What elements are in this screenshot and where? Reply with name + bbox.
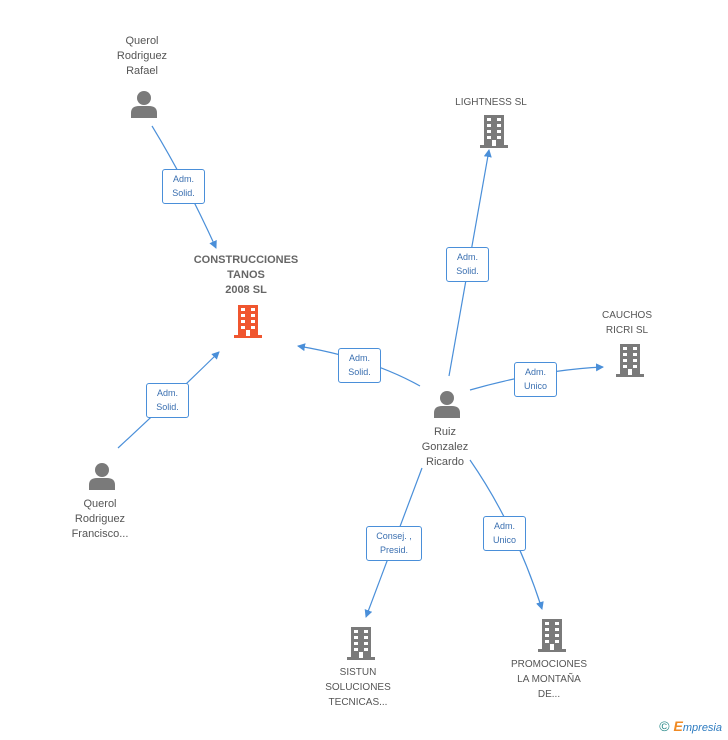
- edge-role-line: Presid.: [379, 545, 408, 555]
- node-label-line: Rodriguez: [74, 513, 126, 525]
- edge-role-line: Adm.: [348, 353, 370, 363]
- brand-footer[interactable]: ©Empresia: [659, 718, 722, 734]
- edge-role-line: Adm.: [172, 174, 194, 184]
- person-icon[interactable]: [87, 461, 117, 491]
- node-label-line: Querol: [83, 498, 117, 510]
- edge-role-line: Solid.: [172, 188, 195, 198]
- node-label-line: Gonzalez: [421, 441, 469, 453]
- edge-role-line: Solid.: [456, 266, 479, 276]
- edge-label-ruiz-cauchos: Adm. Unico: [514, 362, 557, 397]
- building-icon[interactable]: [478, 114, 510, 148]
- node-label-line: CAUCHOS: [601, 310, 652, 321]
- edge-role-line: Adm.: [493, 521, 515, 531]
- node-label-line: LA MONTAÑA: [517, 674, 581, 685]
- node-label-querol-rafael[interactable]: Querol Rodriguez Rafael: [82, 34, 202, 79]
- node-label-construcciones[interactable]: CONSTRUCCIONES TANOS 2008 SL: [186, 253, 306, 298]
- node-label-line: Ricardo: [426, 456, 464, 468]
- edge-label-francisco-construcciones: Adm. Solid.: [146, 383, 189, 418]
- brand-logo-initial: E: [673, 718, 683, 734]
- node-label-line: DE...: [537, 689, 561, 700]
- copyright-icon: ©: [659, 718, 670, 734]
- node-label-line: RICRI SL: [605, 325, 649, 336]
- node-label-cauchos[interactable]: CAUCHOS RICRI SL: [567, 308, 687, 338]
- edge-label-ruiz-construcciones: Adm. Solid.: [338, 348, 381, 383]
- node-label-line: TECNICAS...: [328, 697, 388, 708]
- person-icon[interactable]: [432, 389, 462, 419]
- node-label-line: CONSTRUCCIONES: [193, 254, 299, 266]
- node-label-sistun[interactable]: SISTUN SOLUCIONES TECNICAS...: [298, 665, 418, 710]
- edge-label-ruiz-sistun: Consej. , Presid.: [366, 526, 422, 561]
- node-label-line: Querol: [125, 35, 159, 47]
- edge-label-rafael-construcciones: Adm. Solid.: [162, 169, 205, 204]
- edge-label-ruiz-lightness: Adm. Solid.: [446, 247, 489, 282]
- node-label-line: Francisco...: [71, 528, 129, 540]
- building-icon[interactable]: [232, 304, 264, 338]
- edge-role-line: Solid.: [348, 367, 371, 377]
- node-label-line: Rodriguez: [116, 50, 168, 62]
- edge-role-line: Unico: [523, 381, 547, 391]
- edge-role-line: Adm.: [524, 367, 546, 377]
- edge-label-ruiz-promociones: Adm. Unico: [483, 516, 526, 551]
- edge-role-line: Adm.: [156, 388, 178, 398]
- node-label-line: TANOS: [227, 269, 265, 281]
- edge-role-line: Adm.: [456, 252, 478, 262]
- node-label-line: PROMOCIONES: [510, 659, 588, 670]
- node-label-ruiz[interactable]: Ruiz Gonzalez Ricardo: [385, 425, 505, 470]
- edge-role-line: Unico: [492, 535, 516, 545]
- brand-logo-text: mpresia: [682, 722, 722, 734]
- node-label-line: SOLUCIONES: [325, 682, 391, 693]
- node-label-line: Rafael: [126, 65, 158, 77]
- node-label-line: SISTUN: [339, 667, 377, 678]
- edge-role-line: Solid.: [156, 402, 179, 412]
- building-icon[interactable]: [536, 618, 568, 652]
- node-label-querol-francisco[interactable]: Querol Rodriguez Francisco...: [40, 497, 160, 542]
- node-label-line: Ruiz: [433, 426, 456, 438]
- building-icon[interactable]: [345, 626, 377, 660]
- node-label-lightness[interactable]: LIGHTNESS SL: [431, 95, 551, 110]
- building-icon[interactable]: [614, 343, 646, 377]
- node-label-line: LIGHTNESS SL: [455, 97, 527, 108]
- node-label-promociones[interactable]: PROMOCIONES LA MONTAÑA DE...: [489, 657, 609, 702]
- person-icon[interactable]: [129, 89, 159, 119]
- node-label-line: 2008 SL: [225, 284, 267, 296]
- edge-role-line: Consej. ,: [376, 531, 412, 541]
